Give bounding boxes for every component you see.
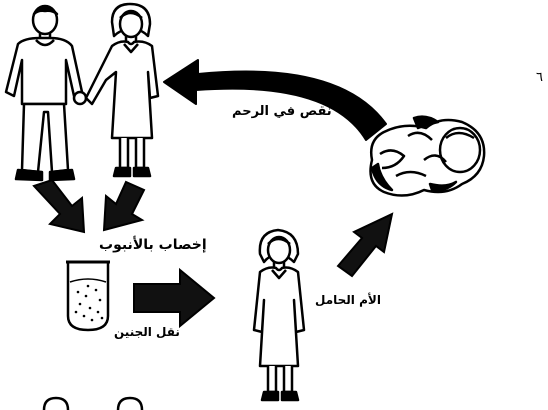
woman-figure	[84, 2, 160, 178]
arrow-surrogate-to-baby	[336, 212, 394, 278]
label-surrogate-mother: الأم الحامل	[315, 293, 381, 307]
page-number: ٦	[536, 70, 543, 85]
surrogate-figure	[252, 228, 306, 402]
test-tube	[66, 260, 110, 332]
partial-figures-bottom	[42, 396, 144, 410]
arrow-tube-to-surrogate	[133, 267, 216, 329]
label-uterine-defect: نقص في الرحم	[232, 104, 332, 119]
arrow-baby-to-couple	[163, 59, 387, 141]
arrows-to-tube	[32, 178, 146, 234]
label-ivf: إخصاب بالأنبوب	[99, 237, 207, 253]
embryo-dots	[74, 284, 104, 322]
man-figure	[4, 4, 88, 182]
arrow-man-to-tube	[32, 178, 86, 234]
label-embryo-transfer: نقل الجنين	[114, 325, 180, 339]
baby-figure	[369, 115, 486, 197]
arrow-woman-to-tube	[102, 180, 146, 232]
